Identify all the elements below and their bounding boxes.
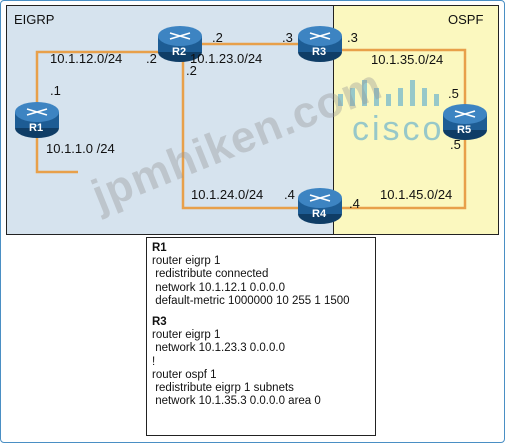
link-r1-r2: [35, 50, 180, 110]
eigrp-label: EIGRP: [14, 12, 55, 27]
config-r1-title: R1: [152, 242, 167, 254]
router-r4-label: R4: [312, 208, 327, 220]
network-label: 10.1.45.0/24: [380, 187, 453, 202]
config-line: network 10.1.35.3 0.0.0.0 area 0: [152, 395, 321, 408]
config-line: network 10.1.23.3 0.0.0.0: [152, 342, 285, 355]
network-label: 10.1.35.0/24: [371, 52, 444, 67]
interface-label: .3: [282, 30, 293, 45]
interface-label: .2: [212, 30, 223, 45]
router-r2-icon: [158, 26, 202, 62]
router-r1-label: R1: [29, 122, 44, 134]
config-box: R1 router eigrp 1 redistribute connected…: [146, 237, 376, 436]
config-line: network 10.1.12.1 0.0.0.0: [152, 281, 285, 294]
router-r5-label: R5: [457, 124, 472, 136]
config-line: redistribute connected: [152, 268, 269, 281]
network-label: 10.1.12.0/24: [50, 51, 123, 66]
interface-label: .5: [450, 137, 461, 152]
ospf-label: OSPF: [448, 12, 484, 27]
config-r3-title: R3: [152, 316, 167, 329]
config-line: router eigrp 1: [152, 329, 221, 342]
config-line: router eigrp 1: [152, 255, 221, 268]
network-label: 10.1.24.0/24: [191, 187, 264, 202]
router-r5-icon: [443, 104, 487, 140]
interface-label: .4: [349, 196, 360, 211]
interface-label: .1: [50, 83, 61, 98]
router-r3-label: R3: [312, 46, 327, 58]
link-r4-r5: [328, 132, 467, 210]
link-r1-lan: [35, 128, 78, 174]
cisco-logo-text: cisco: [352, 110, 445, 148]
network-label: 10.1.1.0 /24: [46, 141, 115, 156]
router-r4-icon: [298, 188, 342, 224]
network-label: 10.1.23.0/24: [190, 51, 263, 66]
interface-label: .5: [448, 86, 459, 101]
config-line: !: [152, 355, 156, 368]
config-line: default-metric 1000000 10 255 1 1500: [152, 294, 350, 307]
interface-label: .3: [347, 30, 358, 45]
config-line: redistribute eigrp 1 subnets: [152, 382, 294, 395]
router-r2-label: R2: [172, 46, 187, 58]
interface-label: .2: [186, 63, 197, 78]
interface-label: .2: [146, 51, 157, 66]
config-line: router ospf 1: [152, 368, 217, 381]
interface-label: .4: [284, 187, 295, 202]
router-r3-icon: [298, 26, 342, 62]
link-r3-r5: [328, 48, 467, 112]
link-r2-r4: [181, 60, 320, 210]
router-r1-icon: [15, 102, 59, 138]
